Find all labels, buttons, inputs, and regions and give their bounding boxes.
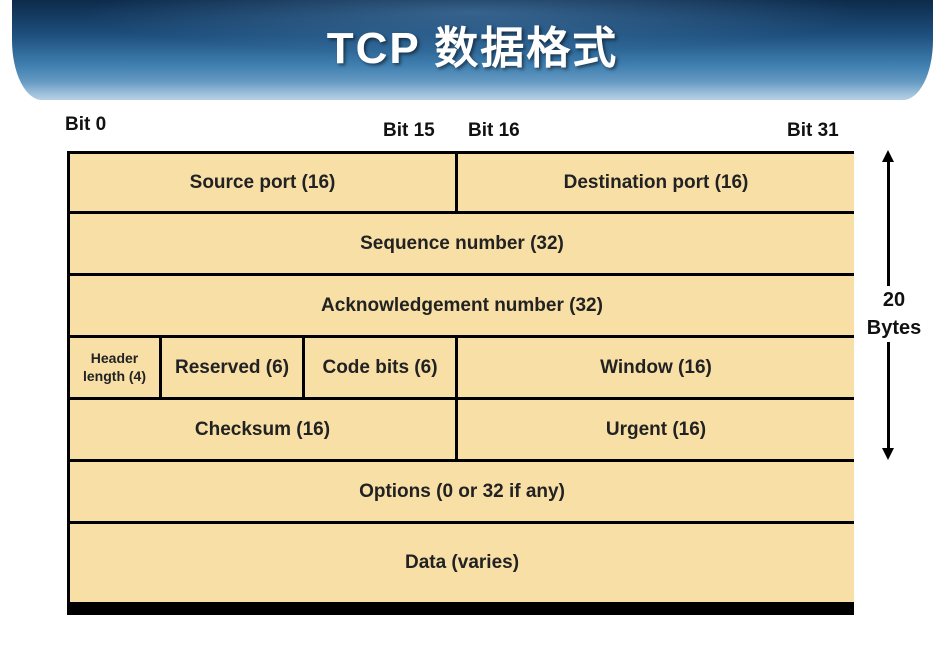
field-header-length: Header length (4) <box>70 338 159 397</box>
bit-0-label: Bit 0 <box>65 114 107 135</box>
bit-16-label: Bit 16 <box>468 120 520 141</box>
title-banner: TCP 数据格式 <box>12 0 933 100</box>
bit-31-label: Bit 31 <box>787 120 839 141</box>
header-length-line1: Header <box>90 350 139 366</box>
field-reserved: Reserved (6) <box>162 338 302 397</box>
header-size-unit: Bytes <box>866 317 922 339</box>
header-size-annotation: 20 Bytes <box>858 286 930 342</box>
field-acknowledgement-number: Acknowledgement number (32) <box>70 276 854 335</box>
field-destination-port: Destination port (16) <box>458 154 854 211</box>
field-source-port: Source port (16) <box>70 154 455 211</box>
header-size-value: 20 <box>882 289 906 311</box>
field-window: Window (16) <box>458 338 854 397</box>
bit-15-label: Bit 15 <box>383 120 435 141</box>
tcp-header-diagram: Source port (16) Destination port (16) S… <box>67 151 854 615</box>
field-code-bits: Code bits (6) <box>305 338 455 397</box>
field-data: Data (varies) <box>70 524 854 602</box>
field-options: Options (0 or 32 if any) <box>70 462 854 521</box>
field-urgent: Urgent (16) <box>458 400 854 459</box>
arrow-up-icon <box>882 150 894 162</box>
page-title: TCP 数据格式 <box>326 24 619 73</box>
arrow-down-icon <box>882 448 894 460</box>
field-sequence-number: Sequence number (32) <box>70 214 854 273</box>
header-length-line2: length (4) <box>83 367 146 384</box>
field-checksum: Checksum (16) <box>70 400 455 459</box>
